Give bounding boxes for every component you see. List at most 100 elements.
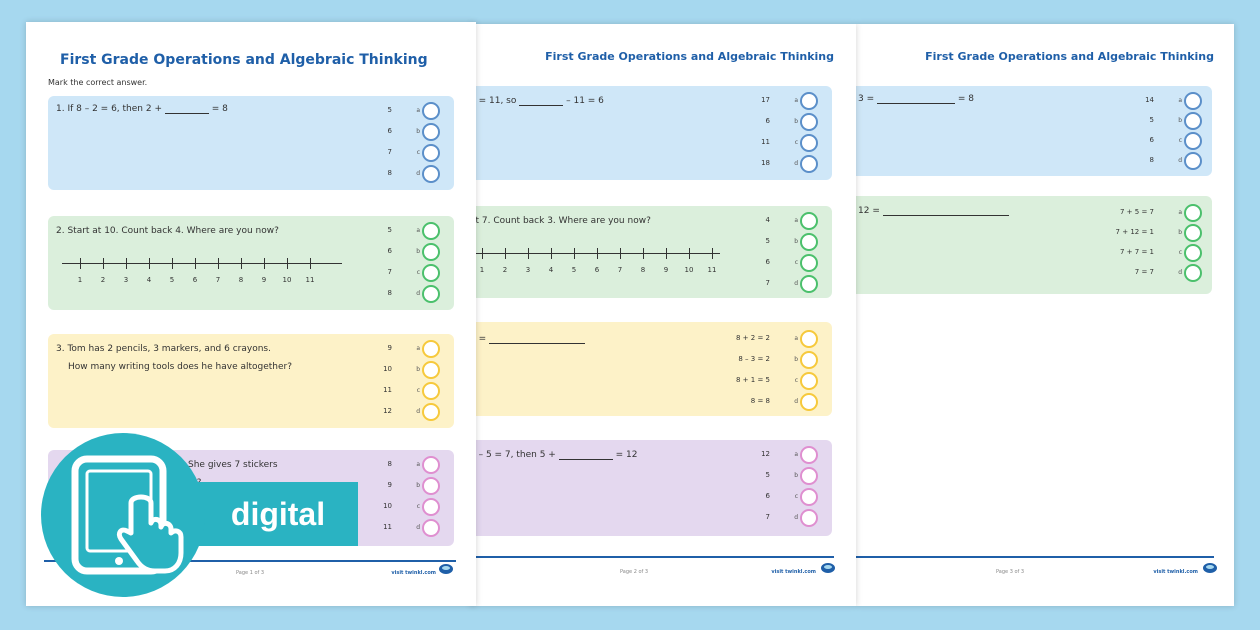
- answer-radio[interactable]: [422, 340, 440, 358]
- footer-link[interactable]: visit twinkl.com: [391, 570, 436, 576]
- question-text-line-1: She gives 7 stickers: [188, 460, 278, 470]
- answer-radio[interactable]: [800, 92, 818, 110]
- answer-radio[interactable]: [1184, 112, 1202, 130]
- twinkl-logo-icon: [821, 563, 835, 573]
- answer-radio[interactable]: [1184, 132, 1202, 150]
- answer-radio[interactable]: [422, 403, 440, 421]
- answer-radio[interactable]: [1184, 264, 1202, 282]
- answer-radio[interactable]: [422, 456, 440, 474]
- answer-radio[interactable]: [800, 330, 818, 348]
- question-text: at 7. Count back 3. Where are you now?: [470, 216, 651, 226]
- answer-radio[interactable]: [800, 509, 818, 527]
- answer-radio[interactable]: [800, 393, 818, 411]
- question-text: 2. Start at 10. Count back 4. Where are …: [56, 226, 279, 236]
- answer-radio[interactable]: [422, 165, 440, 183]
- answer-radio[interactable]: [422, 519, 440, 537]
- footer-rule: [856, 556, 1214, 558]
- answer-radio[interactable]: [1184, 92, 1202, 110]
- answer-radio[interactable]: [422, 102, 440, 120]
- answer-radio[interactable]: [800, 372, 818, 390]
- answer-radio[interactable]: [422, 264, 440, 282]
- answer-radio[interactable]: [800, 351, 818, 369]
- answer-radio[interactable]: [422, 285, 440, 303]
- answer-radio[interactable]: [800, 446, 818, 464]
- answer-radio[interactable]: [422, 144, 440, 162]
- footer-link[interactable]: visit twinkl.com: [1153, 569, 1198, 575]
- answer-radio[interactable]: [1184, 244, 1202, 262]
- footer-link[interactable]: visit twinkl.com: [771, 569, 816, 575]
- digital-badge: [41, 433, 205, 597]
- answer-radio[interactable]: [1184, 224, 1202, 242]
- answer-radio[interactable]: [800, 212, 818, 230]
- answer-radio[interactable]: [422, 382, 440, 400]
- answer-radio[interactable]: [800, 254, 818, 272]
- question-text-line-1: 3. Tom has 2 pencils, 3 markers, and 6 c…: [56, 344, 271, 354]
- page-title: First Grade Operations and Algebraic Thi…: [60, 52, 428, 68]
- page-number: Page 2 of 3: [620, 569, 649, 575]
- answer-radio[interactable]: [422, 498, 440, 516]
- answer-radio[interactable]: [1184, 204, 1202, 222]
- footer-rule: [470, 556, 834, 558]
- answer-radio[interactable]: [422, 477, 440, 495]
- answer-radio[interactable]: [800, 134, 818, 152]
- answer-radio[interactable]: [1184, 152, 1202, 170]
- answer-radio[interactable]: [800, 155, 818, 173]
- question-box-2: 2. Start at 10. Count back 4. Where are …: [48, 216, 454, 310]
- answer-radio[interactable]: [422, 123, 440, 141]
- question-text: 3 =: [470, 334, 586, 344]
- page-number: Page 3 of 3: [996, 569, 1025, 575]
- answer-radio[interactable]: [422, 222, 440, 240]
- answer-radio[interactable]: [800, 488, 818, 506]
- answer-radio[interactable]: [800, 275, 818, 293]
- answer-radio[interactable]: [422, 361, 440, 379]
- answer-radio[interactable]: [800, 467, 818, 485]
- answer-radio[interactable]: [800, 233, 818, 251]
- answer-radio[interactable]: [422, 243, 440, 261]
- answer-radio[interactable]: [800, 113, 818, 131]
